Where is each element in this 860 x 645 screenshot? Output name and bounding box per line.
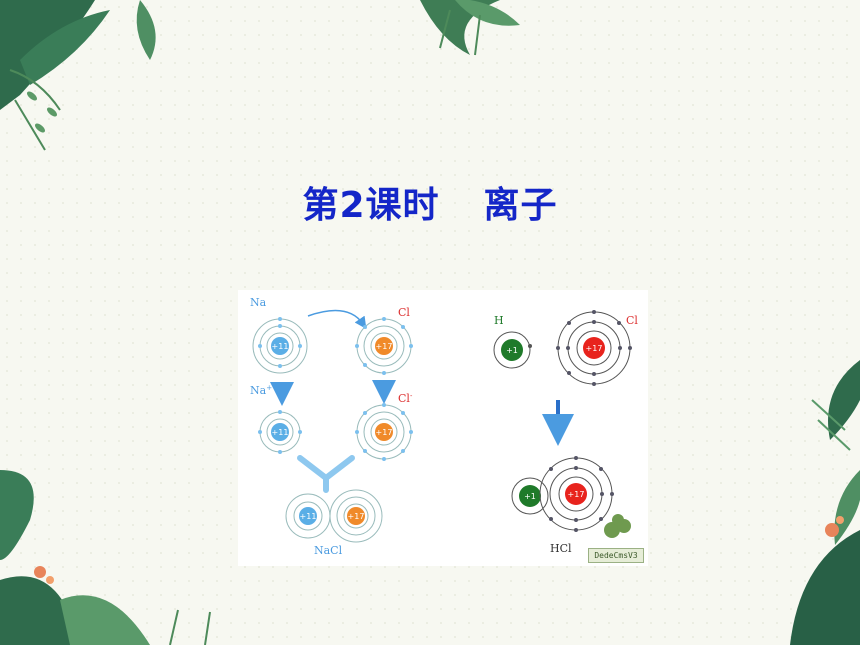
cl-label: Cl	[398, 306, 410, 319]
nacl-na-nucleus: +11	[300, 512, 317, 521]
cl-right-nucleus-label: +17	[586, 344, 603, 353]
cl-nucleus-label: +17	[376, 342, 393, 351]
na-ion-label: Na+	[250, 384, 272, 397]
watermark: DedeCmsV3	[588, 548, 644, 563]
tree-decoration	[604, 514, 631, 538]
cl-atom: +17	[355, 317, 413, 375]
hcl-label: HCl	[550, 542, 572, 555]
nacl-cl-nucleus: +17	[348, 512, 365, 521]
page-title: 第2课时 离子	[0, 176, 860, 228]
diagram-svg: Na Cl +11 +17	[250, 296, 638, 557]
cl-ion-nucleus-label: +17	[376, 428, 393, 437]
ion-formation-diagram: Na Cl +11 +17	[238, 290, 648, 566]
na-ion-nucleus-label: +11	[272, 428, 289, 437]
na-ion: +11	[258, 410, 302, 454]
cl-ion: +17	[355, 403, 413, 461]
hcl-h-nucleus: +1	[524, 492, 536, 501]
nacl-compound: +11 +17	[285, 489, 383, 543]
cl-right-label: Cl	[626, 314, 638, 327]
cl-atom-right: +17	[556, 310, 632, 386]
cl-ion-label: Cl-	[398, 392, 413, 405]
hcl-cl-nucleus: +17	[568, 490, 585, 499]
na-label: Na	[250, 296, 267, 309]
combine-arrow	[297, 455, 355, 493]
electron-transfer-arrow	[307, 309, 367, 329]
h-nucleus-label: +1	[506, 346, 518, 355]
nacl-label: NaCl	[314, 544, 343, 557]
h-atom: +1	[493, 331, 532, 369]
na-atom: +11	[252, 317, 308, 374]
title-topic: 离子	[483, 185, 558, 226]
na-nucleus-label: +11	[272, 342, 289, 351]
hcl-compound: +1 +17	[511, 456, 614, 532]
h-label: H	[494, 314, 504, 327]
title-lesson: 第2课时	[302, 185, 440, 226]
